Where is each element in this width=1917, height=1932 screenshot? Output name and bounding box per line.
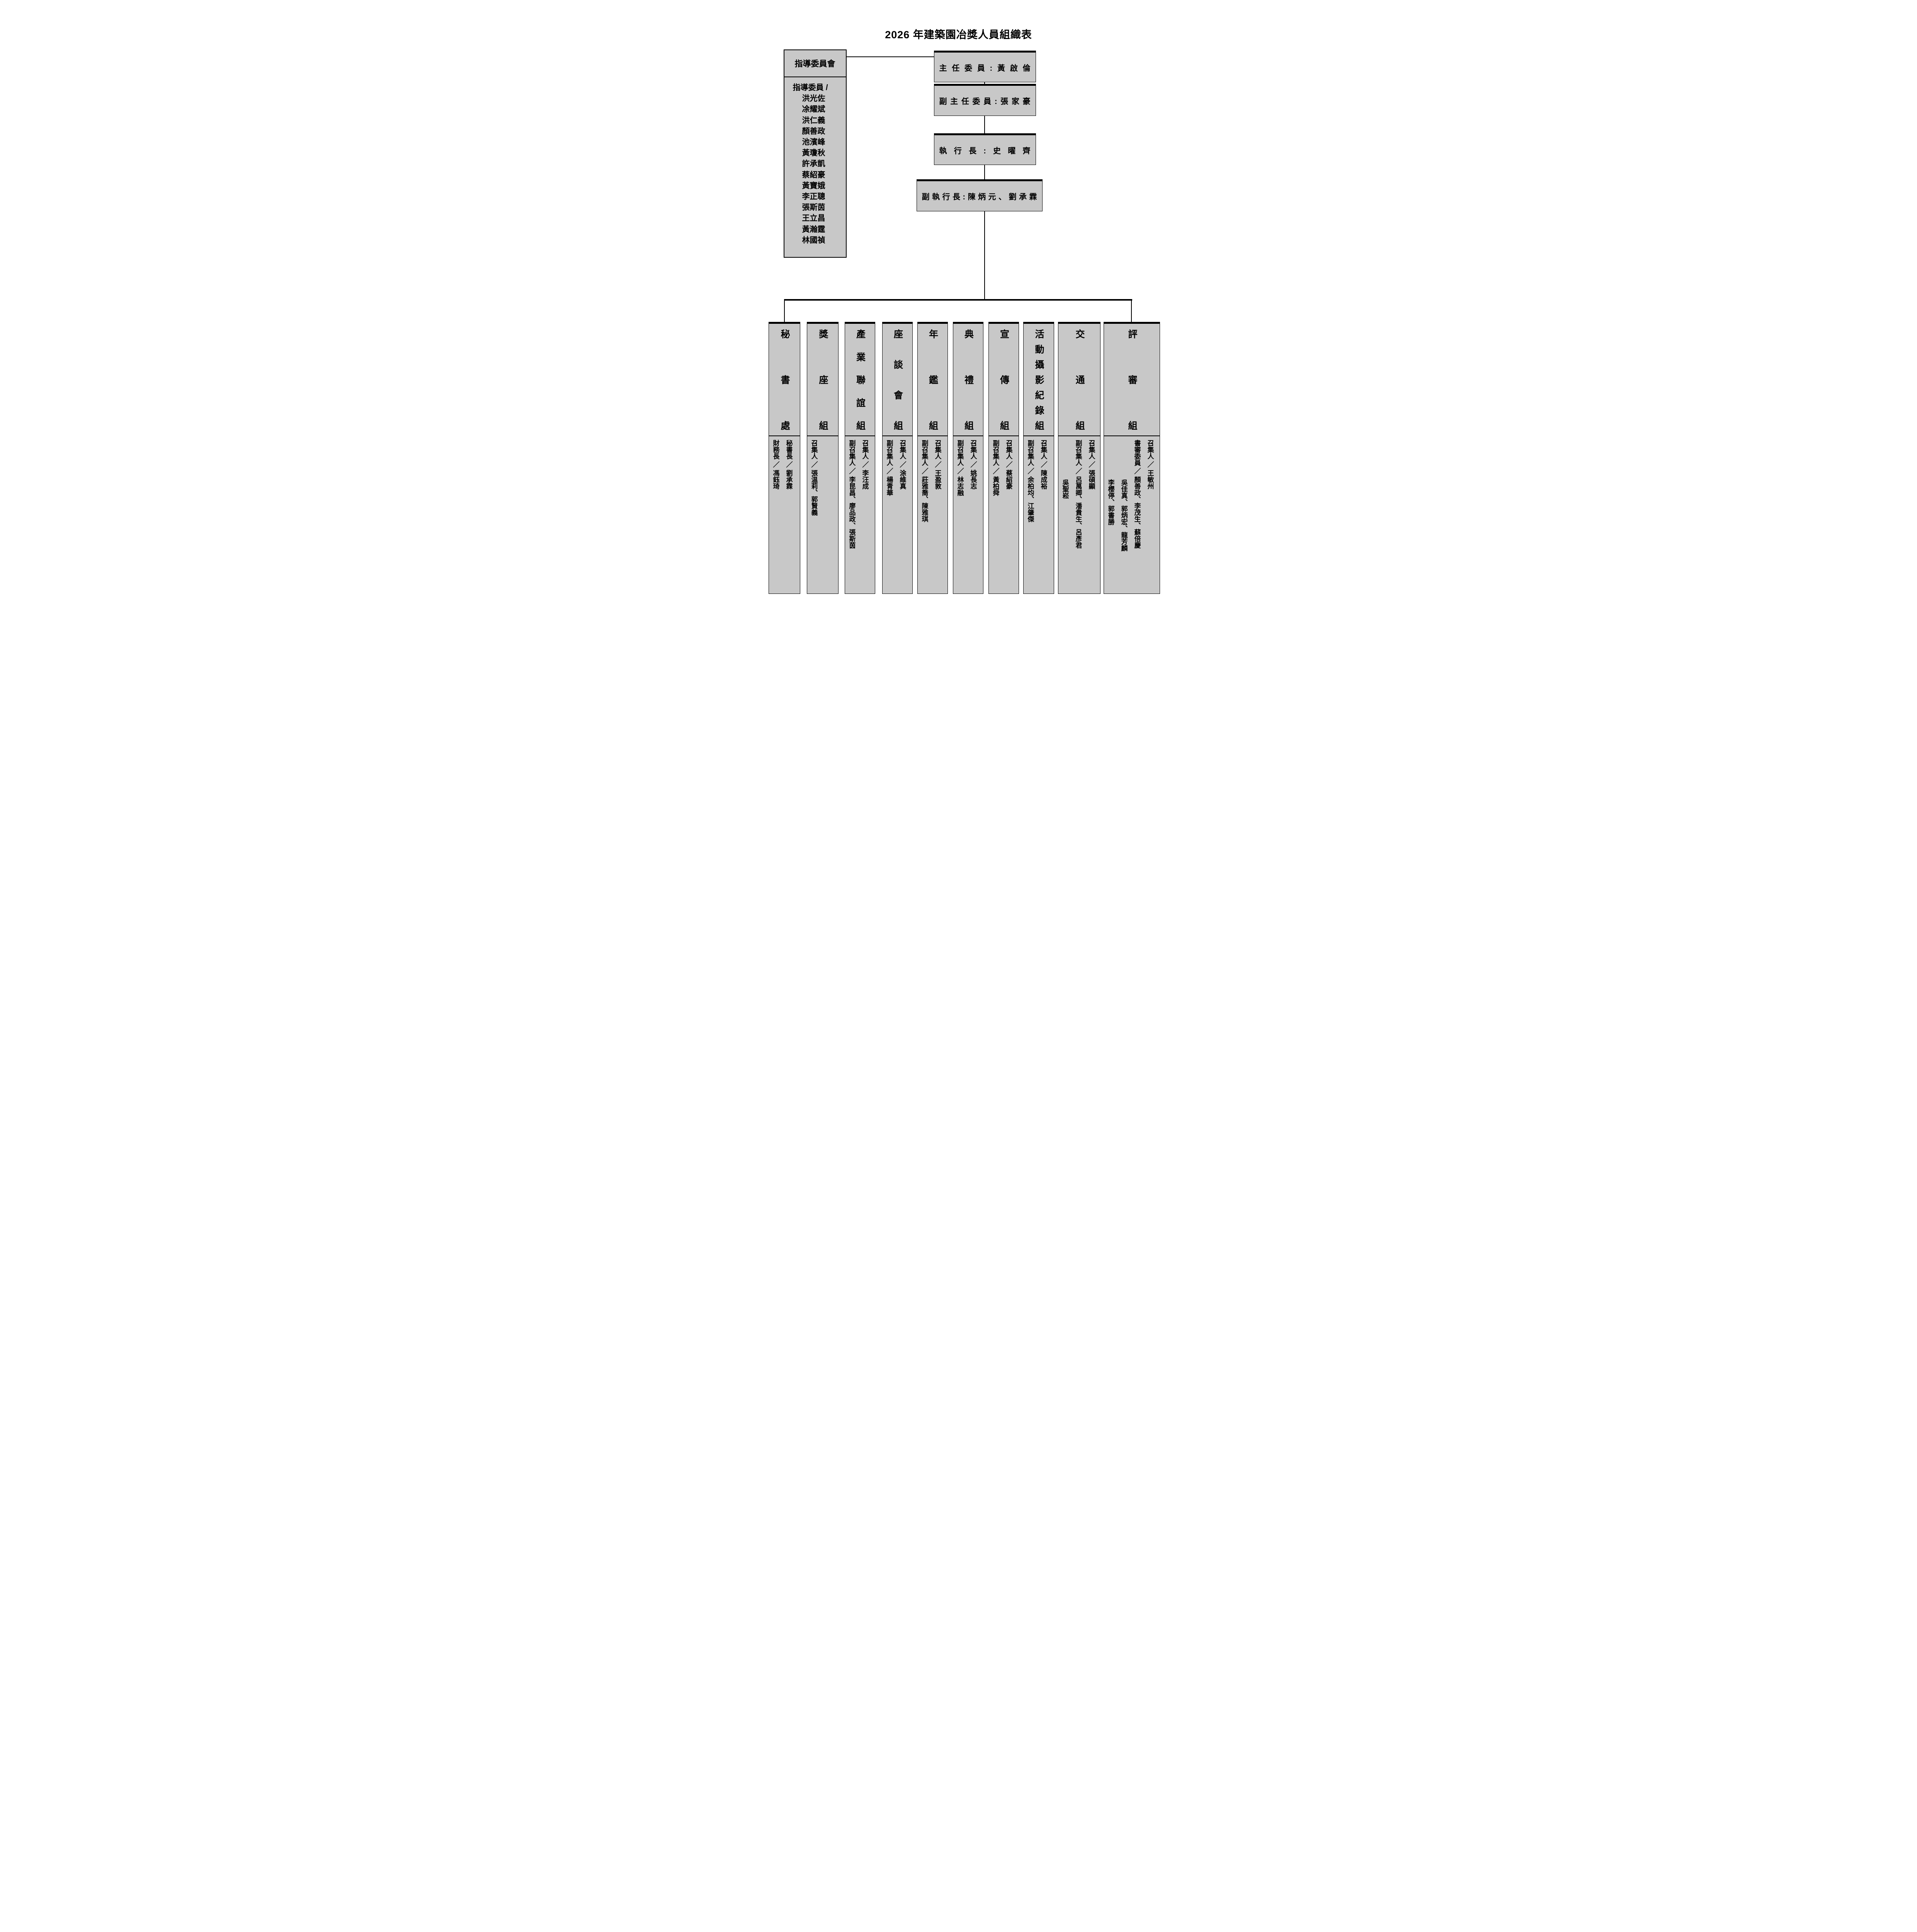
dept-secretariat-members: 秘書長 ／ 劉承霖 財務長 ／ 馮鈺琦 (772, 440, 793, 490)
connector-stub-right (1131, 300, 1132, 322)
dept-transportation-members: 召集人 ／ 張碩顯 副召集人 ／ 呂萬卿、潘貴生、呂彥君 吳聖崧 (1061, 440, 1095, 549)
deputy-executive-director-box: 副執行長:陳炳元、劉承霖 (916, 179, 1043, 211)
dept-evaluation: 評審組 召集人 ／ 王敏州 書審委員 ／ 顏善政、李茂生、蘇倍慶 吳佳真、郭炳宏… (1103, 322, 1160, 594)
dept-secretariat: 秘書處 秘書長 ／ 劉承霖 財務長 ／ 馮鈺琦 (768, 322, 800, 594)
executive-director-box: 執行長:史曜齊 (934, 133, 1036, 165)
org-chart-page: 2026 年建築園冶獎人員組織表 指導委員會 指導委員 / 洪光佐 凃耀斌 洪仁… (746, 0, 1171, 601)
dept-symposium-members: 召集人 ／ 涂維真 副召集人 ／ 楊青華 (885, 440, 906, 496)
dept-evaluation-title: 評審組 (1126, 329, 1137, 430)
guidance-committee-header: 指導委員會 (784, 50, 846, 77)
dept-ceremony: 典禮組 召集人 ／ 姚長志 副召集人 ／ 林志融 (953, 322, 983, 594)
dept-transportation-title: 交通組 (1074, 329, 1084, 430)
deputy-executive-director-label: 副執行長:陳炳元、劉承霖 (922, 193, 1037, 201)
executive-director-label: 執行長:史曜齊 (939, 146, 1031, 155)
dept-photography-record-title: 活動攝影紀錄組 (1033, 329, 1044, 430)
dept-secretariat-title: 秘書處 (779, 329, 789, 430)
page-title: 2026 年建築園冶獎人員組織表 (885, 29, 1032, 41)
guidance-committee-box: 指導委員會 指導委員 / 洪光佐 凃耀斌 洪仁義 顏善政 池濱峰 黃瓊秋 許承凱… (783, 49, 847, 258)
guidance-committee-body: 指導委員 / 洪光佐 凃耀斌 洪仁義 顏善政 池濱峰 黃瓊秋 許承凱 蔡紹豪 黃… (784, 77, 846, 246)
dept-transportation: 交通組 召集人 ／ 張碩顯 副召集人 ／ 呂萬卿、潘貴生、呂彥君 吳聖崧 (1058, 322, 1101, 594)
dept-industry-fellowship: 產業聯誼組 召集人 ／ 李汪成 副召集人 ／ 李昆昌、廖品政、張斯茵 (844, 322, 875, 594)
chief-commissioner-label: 主任委員:黃啟倫 (939, 64, 1031, 73)
dept-symposium: 座談會組 召集人 ／ 涂維真 副召集人 ／ 楊青華 (882, 322, 913, 594)
chief-commissioner-box: 主任委員:黃啟倫 (934, 51, 1036, 82)
dept-publicity-title: 宣傳組 (998, 329, 1009, 430)
dept-yearbook-title: 年鑑組 (927, 329, 938, 430)
connector-stub-left (784, 300, 785, 322)
deputy-chief-commissioner-box: 副主任委員:張家豪 (934, 84, 1036, 116)
connector-guidance-to-chief (845, 56, 934, 57)
deputy-chief-commissioner-label: 副主任委員:張家豪 (939, 97, 1031, 106)
dept-publicity: 宣傳組 召集人 ／ 蔡紹豪 副召集人 ／ 黃柏舜 (988, 322, 1019, 594)
dept-ceremony-title: 典禮組 (963, 329, 973, 430)
guidance-role-label: 指導委員 / (793, 83, 828, 92)
guidance-member-list: 洪光佐 凃耀斌 洪仁義 顏善政 池濱峰 黃瓊秋 許承凱 蔡紹豪 黃寶娥 李正聰 … (802, 94, 825, 245)
connector-distribution-horizontal (784, 299, 1132, 301)
dept-photography-record: 活動攝影紀錄組 召集人 ／ 陳成裕 副召集人 ／ 余柏均、江肇傑 (1023, 322, 1054, 594)
dept-ceremony-members: 召集人 ／ 姚長志 副召集人 ／ 林志融 (956, 440, 977, 496)
dept-industry-fellowship-title: 產業聯誼組 (854, 329, 865, 430)
dept-photography-record-members: 召集人 ／ 陳成裕 副召集人 ／ 余柏均、江肇傑 (1026, 440, 1047, 522)
dept-yearbook: 年鑑組 召集人 ／ 王盈敦 副召集人 ／ 莊雅喬、陳雅琪 (917, 322, 948, 594)
dept-trophy-members: 召集人 ／ 張温莉、郭賢義 (810, 440, 818, 516)
dept-publicity-members: 召集人 ／ 蔡紹豪 副召集人 ／ 黃柏舜 (992, 440, 1012, 496)
dept-evaluation-members: 召集人 ／ 王敏州 書審委員 ／ 顏善政、李茂生、蘇倍慶 吳佳真、郭炳宏、龍芳麟… (1107, 440, 1154, 551)
dept-trophy-title: 獎座組 (817, 329, 828, 430)
dept-yearbook-members: 召集人 ／ 王盈敦 副召集人 ／ 莊雅喬、陳雅琪 (920, 440, 941, 522)
dept-industry-fellowship-members: 召集人 ／ 李汪成 副召集人 ／ 李昆昌、廖品政、張斯茵 (848, 440, 869, 549)
dept-symposium-title: 座談會組 (892, 329, 903, 430)
dept-trophy: 獎座組 召集人 ／ 張温莉、郭賢義 (806, 322, 839, 594)
